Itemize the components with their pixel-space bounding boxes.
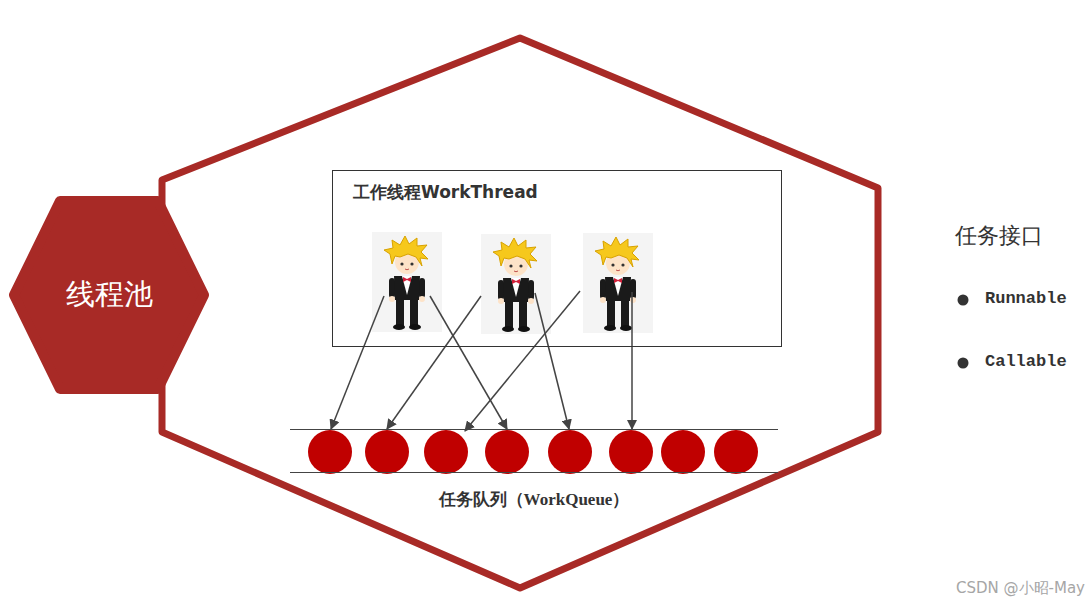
queue-band: 任务队列（WorkQueue）	[290, 429, 778, 473]
pool-title: 线程池	[66, 275, 153, 315]
pool-hexagon: 线程池	[10, 195, 208, 395]
queue-title: 任务队列（WorkQueue）	[290, 488, 778, 511]
worker-box: 工作线程WorkThread	[332, 170, 782, 347]
task-balls	[308, 430, 758, 474]
interface-title: 任务接口	[955, 221, 1043, 251]
worker-figure	[372, 232, 442, 332]
watermark: CSDN @小昭-May	[956, 579, 1085, 598]
box-heading: 工作线程WorkThread	[353, 181, 781, 204]
worker-figure	[481, 234, 551, 334]
worker-figure	[583, 233, 653, 333]
interface-item: Runnable	[985, 289, 1067, 308]
bullet-dot	[958, 295, 969, 306]
interface-item: Callable	[985, 352, 1067, 371]
pool-outline	[162, 38, 878, 588]
bullet-dot	[958, 358, 969, 369]
take-arrows	[331, 291, 632, 431]
